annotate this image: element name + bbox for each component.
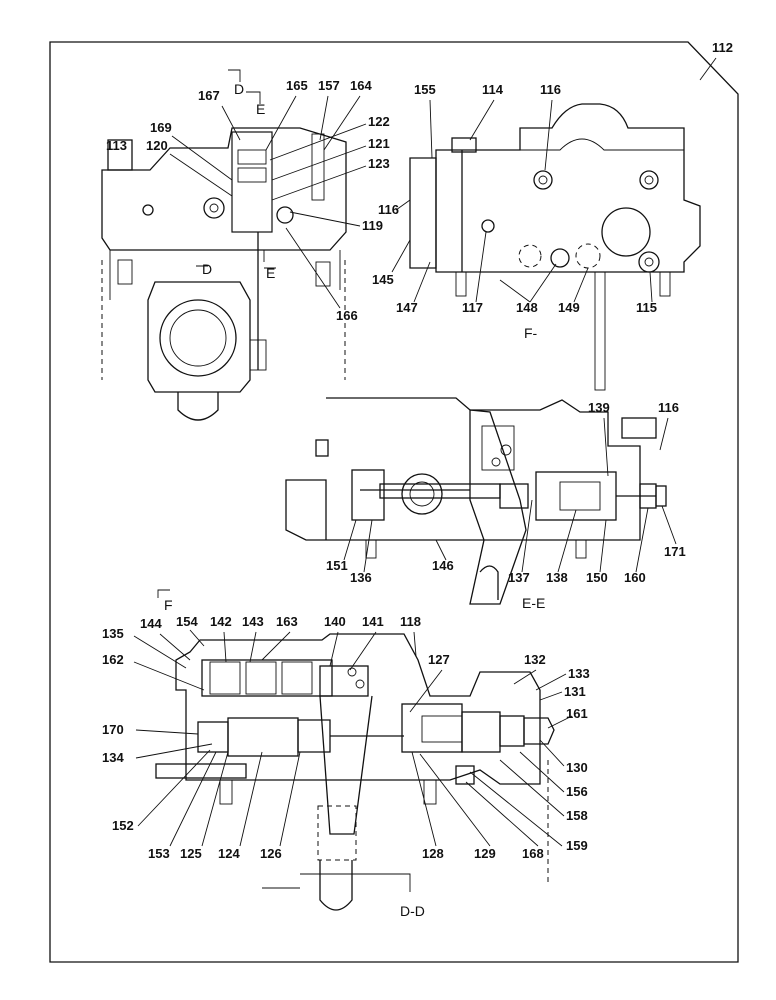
callout-135: 135	[102, 626, 124, 641]
callout-138: 138	[546, 570, 568, 585]
callout-143: 143	[242, 614, 264, 629]
callout-149: 149	[558, 300, 580, 315]
callout-125: 125	[180, 846, 202, 861]
section-mark-f: F	[164, 597, 173, 613]
callout-126: 126	[260, 846, 282, 861]
callout-158: 158	[566, 808, 588, 823]
callout-142: 142	[210, 614, 232, 629]
callout-160: 160	[624, 570, 646, 585]
callout-117: 117	[462, 300, 483, 315]
view-f-label: F-	[524, 325, 538, 341]
view-ee-label: E-E	[522, 595, 545, 611]
callout-122: 122	[368, 114, 390, 129]
section-mark-d-top: D	[234, 81, 244, 97]
view-dd-labels: F 144 154 142 143 163 140 141 118 135 16…	[102, 597, 590, 919]
view-f-labels: 155 114 116 116 145 147 117 148 149 115 …	[372, 82, 657, 341]
callout-161: 161	[566, 706, 588, 721]
callout-139: 139	[588, 400, 610, 415]
callout-113: 113	[106, 138, 127, 153]
callout-136: 136	[350, 570, 372, 585]
section-mark-e-top: E	[256, 101, 265, 117]
sheet-border	[49, 41, 739, 963]
callout-162: 162	[102, 652, 124, 667]
callout-145: 145	[372, 272, 394, 287]
callout-116-b: 116	[378, 202, 399, 217]
callout-168: 168	[522, 846, 544, 861]
callout-141: 141	[362, 614, 384, 629]
callout-171: 171	[664, 544, 686, 559]
callout-123: 123	[368, 156, 390, 171]
callout-167: 167	[198, 88, 220, 103]
callout-116-c: 116	[658, 400, 679, 415]
view-ee	[285, 397, 667, 605]
callout-134: 134	[102, 750, 124, 765]
callout-118: 118	[400, 614, 421, 629]
callout-116-a: 116	[540, 82, 561, 97]
callout-153: 153	[148, 846, 170, 861]
view-dd	[155, 589, 555, 911]
callout-131: 131	[564, 684, 586, 699]
callout-166: 166	[336, 308, 358, 323]
view-ee-labels: 139 116 151 136 146 137 138 150 160 171 …	[326, 400, 686, 611]
callout-140: 140	[324, 614, 346, 629]
callout-164: 164	[350, 78, 372, 93]
view-dd-label: D-D	[400, 903, 425, 919]
callout-133: 133	[568, 666, 590, 681]
view-f	[409, 103, 701, 391]
callout-152: 152	[112, 818, 134, 833]
callout-115: 115	[636, 300, 657, 315]
callout-130: 130	[566, 760, 588, 775]
callout-114: 114	[482, 82, 504, 97]
callout-147: 147	[396, 300, 418, 315]
callout-132: 132	[524, 652, 546, 667]
section-mark-e-bottom: E	[266, 265, 275, 281]
callout-163: 163	[276, 614, 298, 629]
callout-127: 127	[428, 652, 450, 667]
callout-120: 120	[146, 138, 168, 153]
callout-144: 144	[140, 616, 162, 631]
side-view	[101, 69, 347, 421]
callout-119: 119	[362, 218, 383, 233]
callout-129: 129	[474, 846, 496, 861]
callout-151: 151	[326, 558, 348, 573]
callout-159: 159	[566, 838, 588, 853]
callout-148: 148	[516, 300, 538, 315]
section-mark-d-bottom: D	[202, 261, 212, 277]
callout-155: 155	[414, 82, 436, 97]
callout-169: 169	[150, 120, 172, 135]
sheet-number: 112	[712, 40, 733, 55]
callout-137: 137	[508, 570, 530, 585]
callout-121: 121	[368, 136, 390, 151]
callout-154: 154	[176, 614, 198, 629]
callout-146: 146	[432, 558, 454, 573]
callout-165: 165	[286, 78, 308, 93]
callout-150: 150	[586, 570, 608, 585]
callout-128: 128	[422, 846, 444, 861]
side-view-labels: D E D E 167 165 157 164 169 122 120 121 …	[106, 78, 390, 323]
callout-156: 156	[566, 784, 588, 799]
callout-124: 124	[218, 846, 240, 861]
callout-157: 157	[318, 78, 340, 93]
callout-170: 170	[102, 722, 124, 737]
